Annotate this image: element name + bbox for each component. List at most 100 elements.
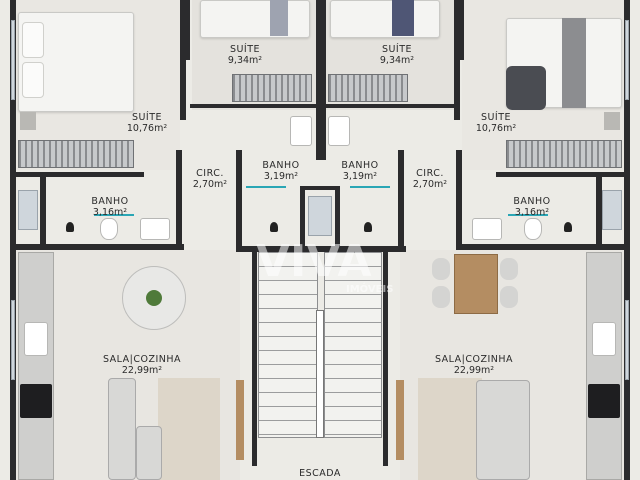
wall-outer-right [624,0,630,480]
watermark-subtitle: IMÓVEIS [346,284,394,295]
wall-outer-left [10,0,16,480]
sink [290,116,312,146]
room-label-banho-left: BANHO 3,16m² [91,196,128,218]
room-name: CIRC. [196,168,224,179]
room-label-circ-right: CIRC. 2,70m² [413,168,447,190]
wall [383,252,388,466]
sink [472,218,502,240]
room-label-banho-center-left: BANHO 3,19m² [262,160,299,182]
shower-screen [350,186,390,188]
room-area: 2,70m² [192,179,228,190]
window [308,196,332,236]
window [18,190,38,230]
window [625,300,629,380]
bedspread [270,0,288,36]
room-area: 3,16m² [92,207,128,218]
room-label-escada: ESCADA [299,468,341,479]
sofa [108,378,136,480]
throw-blanket [506,66,546,110]
wall [456,150,462,250]
rug [158,378,220,480]
wall [14,244,184,250]
wall [236,150,242,250]
room-name: ESCADA [299,468,341,479]
chair [500,286,518,308]
window [602,190,622,230]
room-area: 3,19m² [263,171,299,182]
room-area: 3,19m² [342,171,378,182]
wall [300,186,340,190]
wall [321,0,326,160]
shower-screen [94,214,134,216]
room-label-circ-left: CIRC. 2,70m² [193,168,227,190]
toilet [524,218,542,240]
wall [496,172,626,177]
room-area: 10,76m² [475,123,517,134]
room-name: BANHO [341,160,379,171]
room-name: SUÍTE [381,44,413,55]
room-name: SUÍTE [229,44,261,55]
window [11,300,15,380]
rug [418,378,482,480]
kitchen-sink [24,322,48,356]
wall [236,246,406,252]
room-label-suite-right: SUÍTE 10,76m² [476,112,516,134]
shower-screen [246,186,286,188]
nightstand [604,112,620,130]
wall [300,186,305,250]
wall [176,150,182,250]
room-name: BANHO [91,196,129,207]
sofa [136,426,162,480]
room-name: CIRC. [416,168,444,179]
bath-accessory [66,222,74,232]
stair-handrail [316,310,324,438]
room-label-sala-right: SALA|COZINHA 22,99m² [435,354,513,376]
wardrobe [506,140,622,168]
room-area: 9,34m² [379,55,415,66]
wall [190,104,322,108]
chair [432,258,450,280]
wall [460,0,464,60]
pillow [22,62,44,98]
room-area: 22,99m² [121,365,163,376]
wall [335,186,340,250]
room-label-sala-left: SALA|COZINHA 22,99m² [103,354,181,376]
room-area: 10,76m² [126,123,168,134]
window [625,20,629,100]
room-name: BANHO [262,160,300,171]
room-name: SALA|COZINHA [102,354,182,365]
wall [326,104,456,108]
room-label-banho-right: BANHO 3,16m² [513,196,550,218]
nightstand [20,112,36,130]
kitchen-sink [592,322,616,356]
shower-screen [508,214,548,216]
sink [140,218,170,240]
kitchen-counter [18,252,54,480]
wall [40,177,46,247]
wardrobe [18,140,134,168]
wall [454,0,460,120]
bath-accessory [564,222,572,232]
wall [596,177,602,247]
stair-flight [258,252,318,438]
room-label-banho-center-right: BANHO 3,19m² [341,160,378,182]
wardrobe [328,74,408,102]
bedspread [392,0,414,36]
room-area: 22,99m² [453,365,495,376]
pillow [22,22,44,58]
window [11,20,15,100]
tv-panel [236,380,244,460]
room-area: 2,70m² [412,179,448,190]
tv-panel [396,380,404,460]
room-area: 3,16m² [514,207,550,218]
room-name: BANHO [513,196,551,207]
room-label-suite-left: SUÍTE 10,76m² [127,112,167,134]
wall [456,244,626,250]
watermark-brand: VIVA [256,236,372,287]
room-label-suite-top-right: SUÍTE 9,34m² [380,44,414,66]
toilet [100,218,118,240]
wall [180,0,186,120]
kitchen-counter [586,252,622,480]
wall [398,150,404,250]
